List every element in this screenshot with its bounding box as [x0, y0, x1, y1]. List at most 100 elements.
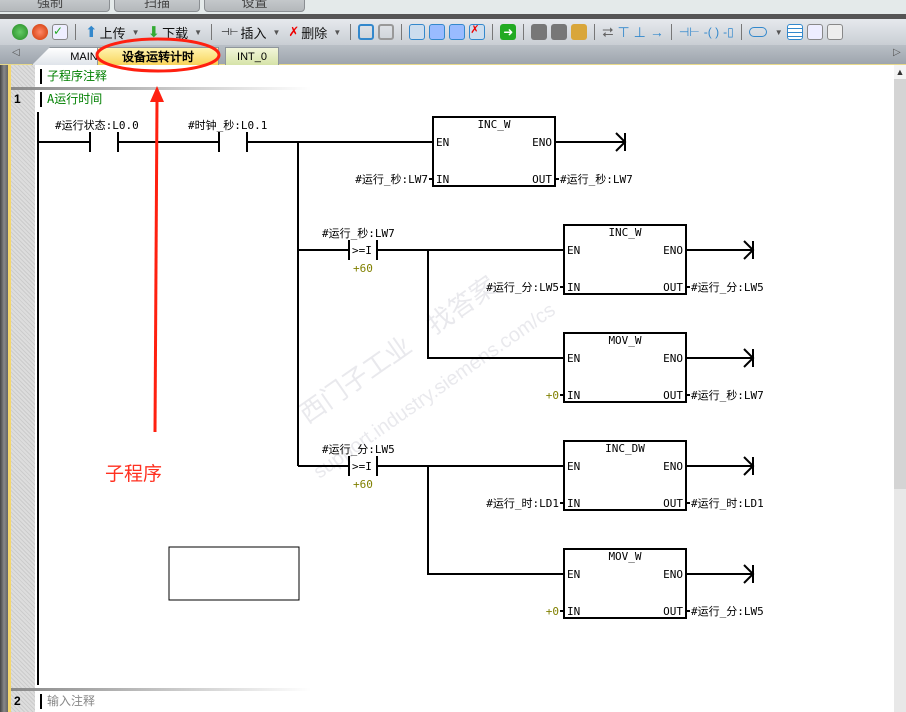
chevron-down-icon: ▼	[131, 27, 140, 37]
scroll-up-icon[interactable]: ▲	[894, 65, 906, 79]
in-operand[interactable]: +0	[546, 389, 559, 402]
separator	[211, 24, 213, 40]
symbol-table-icon[interactable]	[786, 24, 803, 40]
compare-label: #运行_分:LW5	[322, 443, 395, 456]
network-comment[interactable]: A运行时间	[40, 92, 102, 107]
compare-value: +60	[353, 262, 373, 275]
in-operand[interactable]: +0	[546, 605, 559, 618]
pin-in: IN	[567, 389, 580, 402]
line-right-icon[interactable]: →	[649, 24, 664, 40]
download-label: 下载	[162, 25, 189, 41]
line-up-icon[interactable]: ⊥	[633, 23, 646, 40]
network-comment[interactable]: 输入注释	[40, 694, 95, 709]
pin-eno: ENO	[663, 244, 683, 257]
output-arrow	[686, 456, 755, 476]
out-operand[interactable]: #运行_分:LW5	[691, 281, 764, 294]
editor-border	[0, 65, 8, 712]
bookmark-icon[interactable]	[409, 24, 426, 40]
edit-icon[interactable]	[806, 24, 823, 40]
separator	[594, 24, 596, 40]
tag-icon[interactable]	[748, 27, 767, 37]
branch-icon[interactable]: ⮂	[602, 23, 614, 40]
separator	[492, 24, 494, 40]
tab-settings[interactable]: 设置	[204, 0, 305, 12]
in-operand[interactable]: #运行_秒:LW7	[355, 172, 428, 186]
compare-contact[interactable]	[348, 240, 378, 260]
pin-in: IN	[567, 281, 580, 294]
out-operand[interactable]: #运行_分:LW5	[691, 605, 764, 618]
contact-label: #时钟_秒:L0.1	[188, 118, 267, 132]
stop-icon[interactable]	[32, 24, 48, 40]
insert-icon: ⊣⊢	[221, 26, 239, 38]
separator	[523, 24, 525, 40]
pin-in: IN	[567, 605, 580, 618]
network-icon[interactable]	[358, 24, 375, 40]
subroutine-comment[interactable]: 子程序注释	[40, 69, 107, 84]
vertical-scrollbar[interactable]: ▲	[894, 65, 906, 712]
upload-arrow-icon: ⬆	[85, 24, 98, 41]
pin-out: OUT	[663, 497, 683, 510]
tab-equipment-timer[interactable]: 设备运转计时	[97, 47, 219, 65]
out-operand[interactable]: #运行_时:LD1	[691, 497, 764, 510]
pin-en: EN	[567, 352, 580, 365]
upload-button[interactable]: ⬆上传▼	[83, 22, 142, 42]
out-operand[interactable]: #运行_秒:LW7	[691, 388, 764, 402]
tab-label: 设置	[241, 0, 268, 10]
ladder-editor[interactable]	[0, 65, 894, 712]
download-button[interactable]: ⬇下载▼	[146, 22, 205, 42]
function-box-inc_dw[interactable]	[563, 440, 687, 511]
coil-icon[interactable]: -( )	[703, 25, 720, 39]
tab-scan[interactable]: 扫描	[114, 0, 200, 12]
unlock-icon[interactable]	[551, 24, 568, 40]
goto-icon[interactable]: ➜	[500, 24, 517, 40]
network-gray-icon[interactable]	[378, 24, 395, 40]
program-tab-bar: ◁ MAIN 设备运转计时 INT_0 ▷	[0, 45, 906, 65]
scroll-left-icon[interactable]: ◁	[12, 47, 20, 58]
in-operand[interactable]: #运行_时:LD1	[486, 497, 559, 510]
bookmark-remove-icon[interactable]: ✗	[469, 24, 486, 40]
insert-label: 插入	[240, 25, 267, 41]
run-icon[interactable]	[12, 24, 28, 40]
separator	[740, 24, 742, 40]
in-operand[interactable]: #运行_分:LW5	[486, 281, 559, 294]
pin-eno: ENO	[663, 352, 683, 365]
lock-add-icon[interactable]	[571, 24, 588, 40]
function-box-mov_w[interactable]	[563, 332, 687, 403]
scroll-right-icon[interactable]: ▷	[893, 47, 901, 58]
out-operand[interactable]: #运行_秒:LW7	[560, 172, 633, 186]
tab-label: INT_0	[237, 51, 267, 63]
function-box-mov_w[interactable]	[563, 548, 687, 619]
compare-op: >=I	[352, 244, 372, 257]
insert-button[interactable]: ⊣⊢插入▼	[219, 22, 282, 42]
tab-label: 强制	[36, 0, 63, 10]
delete-button[interactable]: ✗删除▼	[286, 22, 343, 42]
pin-in: IN	[567, 497, 580, 510]
pin-en: EN	[567, 244, 580, 257]
pin-out: OUT	[663, 281, 683, 294]
edit-ladder-icon[interactable]	[826, 24, 843, 40]
function-box-inc_w[interactable]	[563, 224, 687, 295]
contact-no[interactable]	[218, 132, 248, 152]
top-menu-bar: 强制 扫描 设置	[0, 0, 906, 15]
pin-out: OUT	[532, 173, 552, 186]
box-icon[interactable]: -▯	[723, 25, 734, 39]
separator	[401, 24, 403, 40]
contact-icon[interactable]: ⊣⊢	[678, 25, 700, 39]
pin-en: EN	[436, 136, 449, 149]
compile-icon[interactable]: ✓	[52, 24, 68, 40]
function-box-inc_w[interactable]	[432, 116, 556, 187]
compare-contact[interactable]	[348, 456, 378, 476]
empty-box[interactable]	[168, 546, 300, 601]
output-arrow	[686, 348, 755, 368]
network-number: 2	[14, 694, 21, 708]
contact-no[interactable]	[89, 132, 119, 152]
compare-label: #运行_秒:LW7	[322, 226, 395, 240]
tab-int0[interactable]: INT_0	[225, 47, 279, 65]
line-down-icon[interactable]: ⊤	[617, 23, 630, 40]
tab-force[interactable]: 强制	[0, 0, 110, 12]
scrollbar-thumb[interactable]	[894, 79, 906, 489]
bookmark-next-icon[interactable]	[449, 24, 466, 40]
bookmark-prev-icon[interactable]	[429, 24, 446, 40]
pin-eno: ENO	[663, 568, 683, 581]
lock-icon[interactable]	[531, 24, 548, 40]
